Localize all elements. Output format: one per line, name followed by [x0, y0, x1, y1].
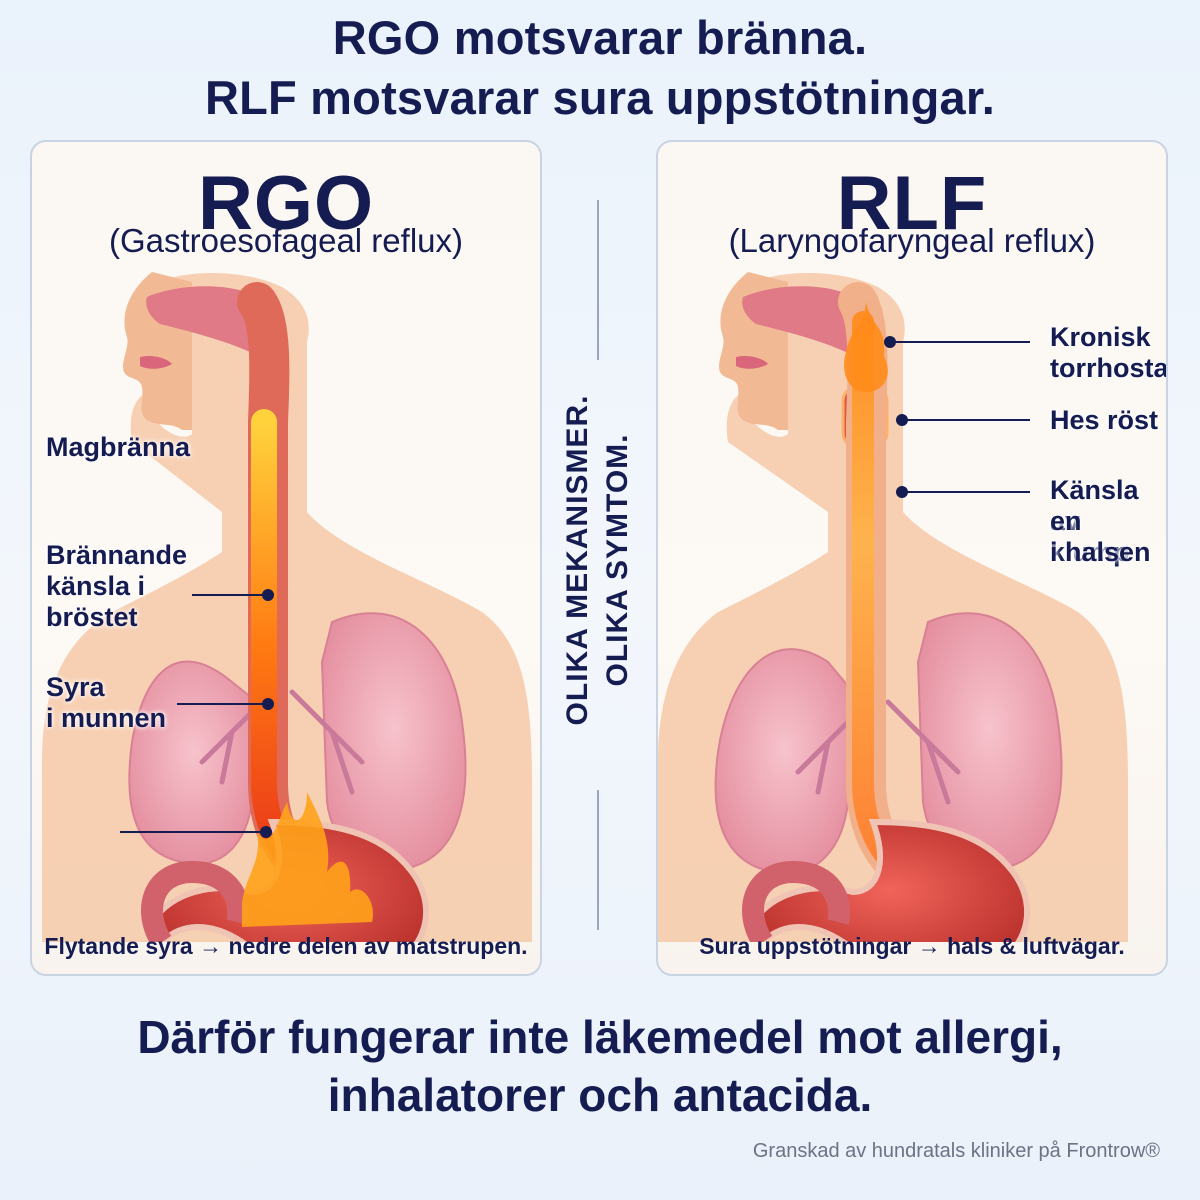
headline-line-1: RGO motsvarar bränna. — [332, 11, 868, 64]
throat-flames — [844, 302, 888, 392]
label-lump-line-1: Känsla av — [1050, 475, 1139, 536]
label-cough-line-2: torrhosta — [1050, 353, 1168, 383]
label-lump-line-2: en klump — [1050, 506, 1130, 567]
label-mouth-line-2: i munnen — [46, 703, 166, 733]
flames — [242, 792, 373, 927]
label-chest-line-2: känsla i — [46, 571, 146, 601]
panel-subtitle-rgo: (Gastroesofageal reflux) — [109, 222, 463, 259]
anatomy-illustration-rlf — [658, 272, 1128, 942]
bottom-statement-line-2: inhalatorer och antacida. — [327, 1069, 873, 1121]
divider-line-top — [597, 200, 599, 360]
label-lump-line-3: i halsen — [1050, 537, 1151, 567]
caption-rlf: Sura uppstötningar → hals & luftvägar. — [699, 933, 1125, 959]
headline: RGO motsvarar bränna. RLF motsvarar sura… — [0, 8, 1200, 128]
lips — [736, 355, 768, 369]
panel-rgo: RGO (Gastroesofageal reflux) — [30, 140, 542, 976]
duodenum — [742, 860, 851, 942]
label-connectors — [120, 589, 274, 838]
lips — [140, 355, 172, 369]
anatomy-illustration-rgo — [42, 272, 532, 942]
divider-line-bottom — [597, 790, 599, 930]
divider-text-line-1: OLIKA MEKANISMER. — [561, 394, 594, 726]
bottom-statement: Därför fungerar inte läkemedel mot aller… — [0, 1008, 1200, 1124]
label-connectors — [884, 336, 1030, 498]
panel-title-rgo: RGO — [197, 161, 375, 246]
label-chest-line-1: Brännande — [46, 540, 188, 570]
headline-line-2: RLF motsvarar sura uppstötningar. — [204, 71, 996, 124]
panel-rlf: RLF (Laryngofaryngeal reflux) — [656, 140, 1168, 976]
label-cough-line-1: Kronisk — [1050, 322, 1151, 352]
left-lung — [714, 648, 855, 875]
duodenum — [141, 860, 250, 942]
bottom-statement-line-1: Därför fungerar inte läkemedel mot aller… — [137, 1011, 1063, 1063]
label-mouth-line-1: Syra — [46, 672, 105, 702]
divider-text-line-2: OLIKA SYMTOM. — [601, 433, 634, 687]
oral-cavity — [742, 286, 865, 357]
caption-rgo: Flytande syra → nedre delen av matstrupe… — [44, 933, 528, 959]
left-lung — [128, 660, 259, 865]
label-voice: Hes röst — [1050, 405, 1159, 435]
stomach — [749, 818, 1031, 942]
label-heartburn: Magbränna — [46, 432, 191, 462]
panel-subtitle-rlf: (Laryngofaryngeal reflux) — [728, 222, 1096, 259]
label-chest-line-3: bröstet — [46, 602, 138, 632]
panel-title-rlf: RLF — [836, 161, 988, 246]
divider-text: OLIKA MEKANISMER. OLIKA SYMTOM. — [558, 395, 638, 726]
footer-credit: Granskad av hundratals kliniker på Front… — [752, 1140, 1160, 1162]
